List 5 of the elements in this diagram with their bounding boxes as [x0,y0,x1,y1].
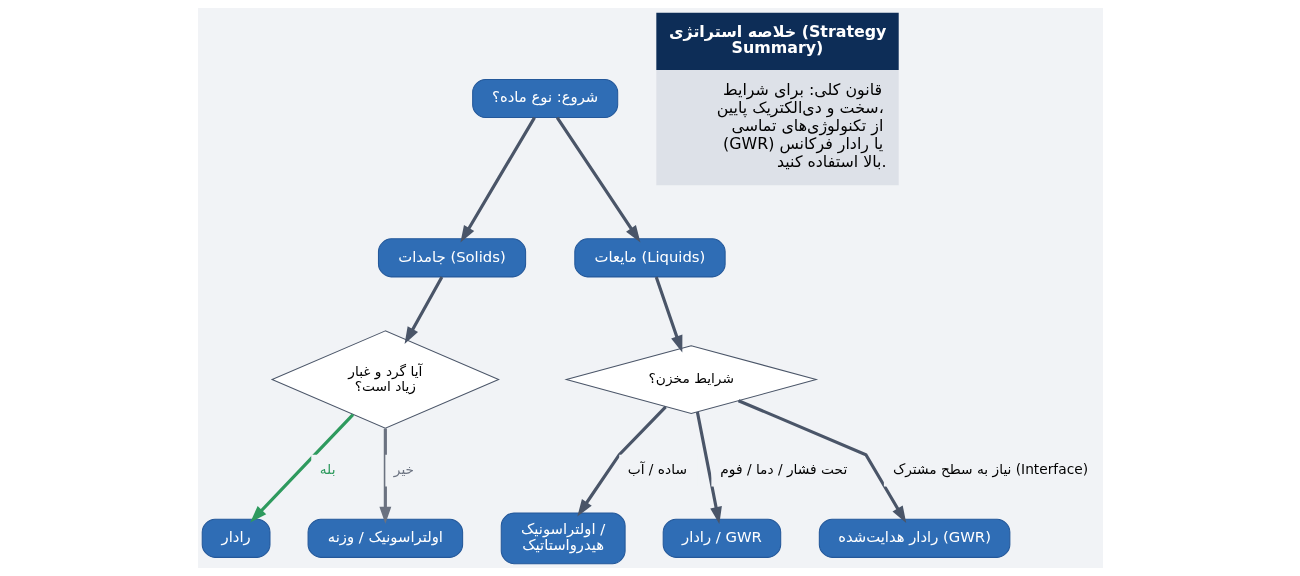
edge-label: نیاز به سطح مشترک (Interface) [892,461,1088,478]
edge-label: ساده / آب [627,461,687,478]
edge-label: خیر [393,461,414,478]
edge-label: بله [319,461,335,478]
edge-label: تحت فشار / دما / فوم [719,461,847,478]
